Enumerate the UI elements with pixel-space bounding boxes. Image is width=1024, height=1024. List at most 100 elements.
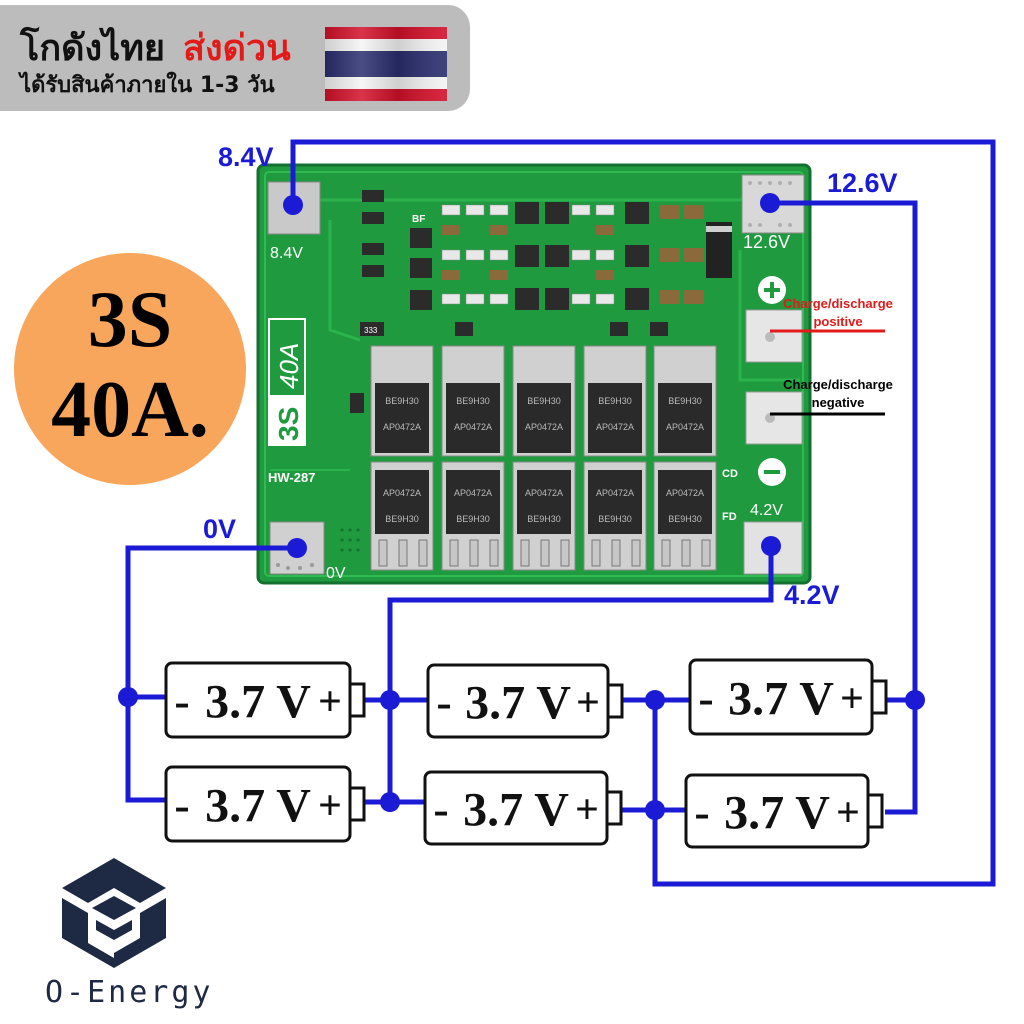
battery-terminal (348, 786, 366, 822)
board-current: 40A (274, 343, 304, 389)
mosfet-bottom: AP0472A BE9H30 (512, 461, 576, 571)
battery-terminal (348, 682, 366, 718)
small-components: BF 333 (350, 190, 704, 413)
express-text: ส่งด่วน (183, 28, 291, 69)
mosfet-top-code: BE9H30 (456, 396, 490, 406)
battery-plus: + (318, 783, 342, 829)
battery-minus: - (694, 787, 709, 838)
warehouse-text: โกดังไทย (20, 28, 166, 69)
label-4v2: 4.2V (784, 580, 840, 610)
battery-cell: -3.7 V+ (423, 770, 623, 846)
label-12v6: 12.6V (827, 168, 898, 198)
mosfet-bottom: AP0472A BE9H30 (441, 461, 505, 571)
label-8v4: 8.4V (218, 142, 274, 172)
battery-plus: + (575, 787, 599, 833)
plus-symbol-icon (758, 276, 786, 304)
minus-symbol-icon (758, 458, 786, 486)
battery-voltage: 3.7 V (465, 676, 571, 729)
battery-plus: + (318, 679, 342, 725)
charge-positive-label-2: positive (813, 314, 862, 329)
mosfet-top-code: BE9H30 (527, 396, 561, 406)
mosfet-top-part: AP0472A (383, 422, 421, 432)
mosfet-top-part: AP0472A (525, 422, 563, 432)
charge-negative-label-2: negative (812, 395, 865, 410)
battery-cell: -3.7 V+ (688, 658, 888, 736)
mosfet-bottom-part: AP0472A (454, 488, 492, 498)
battery-minus: - (174, 780, 189, 831)
pad-negative (745, 391, 803, 445)
charge-positive-label-1: Charge/discharge (783, 296, 893, 311)
battery-voltage: 3.7 V (724, 786, 830, 839)
mosfet-bottom-part: AP0472A (525, 488, 563, 498)
board-label-0v: 0V (326, 565, 346, 582)
current-rating: 40A. (51, 366, 209, 454)
mosfet-bottom: AP0472A BE9H30 (583, 461, 647, 571)
battery-cell: -3.7 V+ (426, 663, 624, 739)
mosfet-bottom-part: AP0472A (596, 488, 634, 498)
mosfet-bottom-code: BE9H30 (385, 514, 419, 524)
battery-voltage: 3.7 V (728, 672, 834, 725)
battery-cell: -3.7 V+ (684, 773, 884, 849)
battery-plus: + (576, 680, 600, 726)
battery-voltage: 3.7 V (205, 779, 311, 832)
charge-negative-label-1: Charge/discharge (783, 377, 893, 392)
battery-cell: -3.7 V+ (164, 661, 366, 739)
mosfet-top-part: AP0472A (454, 422, 492, 432)
mosfet-bottom-code: BE9H30 (598, 514, 632, 524)
battery-terminal (605, 790, 623, 826)
delivery-text: ได้รับสินค้าภายใน 1-3 วัน (20, 73, 275, 98)
mosfet-top-part: AP0472A (596, 422, 634, 432)
mosfet-bottom-part: AP0472A (383, 488, 421, 498)
battery-cell: -3.7 V+ (164, 765, 366, 843)
shipping-banner: โกดังไทย ส่งด่วน ได้รับสินค้าภายใน 1-3 วั… (0, 5, 470, 111)
mosfet-top-code: BE9H30 (668, 396, 702, 406)
battery-voltage: 3.7 V (205, 675, 311, 728)
mosfet-top-code: BE9H30 (385, 396, 419, 406)
battery-minus: - (174, 676, 189, 727)
board-label-12v6: 12.6V (743, 232, 790, 252)
cap-code: 333 (364, 326, 378, 335)
board-cell-count: 3S (273, 407, 304, 441)
mosfet-bottom: AP0472A BE9H30 (653, 461, 717, 571)
battery-minus: - (436, 677, 451, 728)
battery-terminal (870, 679, 888, 715)
board-cd-label: CD (722, 468, 738, 480)
thai-flag-icon (325, 27, 447, 101)
mosfet-bottom-part: AP0472A (666, 488, 704, 498)
mosfet-bottom: AP0472A BE9H30 (370, 461, 434, 571)
brand-name: O-Energy (45, 975, 214, 1010)
mosfet-bottom-code: BE9H30 (668, 514, 702, 524)
mosfet-top-part: AP0472A (666, 422, 704, 432)
board-fd-label: FD (722, 511, 737, 523)
bf-label: BF (412, 214, 425, 225)
board-rating-label: 3S 40A (268, 318, 306, 446)
battery-terminal (866, 793, 884, 829)
pad-positive (745, 309, 803, 363)
cell-count: 3S (87, 276, 173, 364)
battery-terminal (606, 683, 624, 719)
o-energy-logo-icon (62, 858, 166, 968)
bms-board: BF 333 8.4V 12.6V 4.2V 0V HW-287 CD FD 3… (256, 163, 812, 585)
mosfet-bottom-code: BE9H30 (456, 514, 490, 524)
battery-voltage: 3.7 V (463, 783, 569, 836)
battery-pack: -3.7 V+-3.7 V+-3.7 V+-3.7 V+-3.7 V+-3.7 … (164, 658, 888, 849)
battery-minus: - (433, 784, 448, 835)
junction-dots (118, 193, 925, 820)
label-0v: 0V (203, 514, 237, 544)
mosfet-array: BE9H30AP0472AAP0472ABE9H30BE9H30AP0472AA… (370, 345, 717, 571)
banner-line1: โกดังไทย ส่งด่วน (20, 19, 291, 76)
board-part-number: HW-287 (268, 470, 315, 485)
spec-badge: 3S 40A. (14, 253, 246, 485)
mosfet-top-code: BE9H30 (598, 396, 632, 406)
board-label-4v2: 4.2V (750, 502, 783, 519)
mosfet-bottom-code: BE9H30 (527, 514, 561, 524)
board-label-8v4: 8.4V (270, 245, 303, 262)
battery-plus: + (840, 676, 864, 722)
